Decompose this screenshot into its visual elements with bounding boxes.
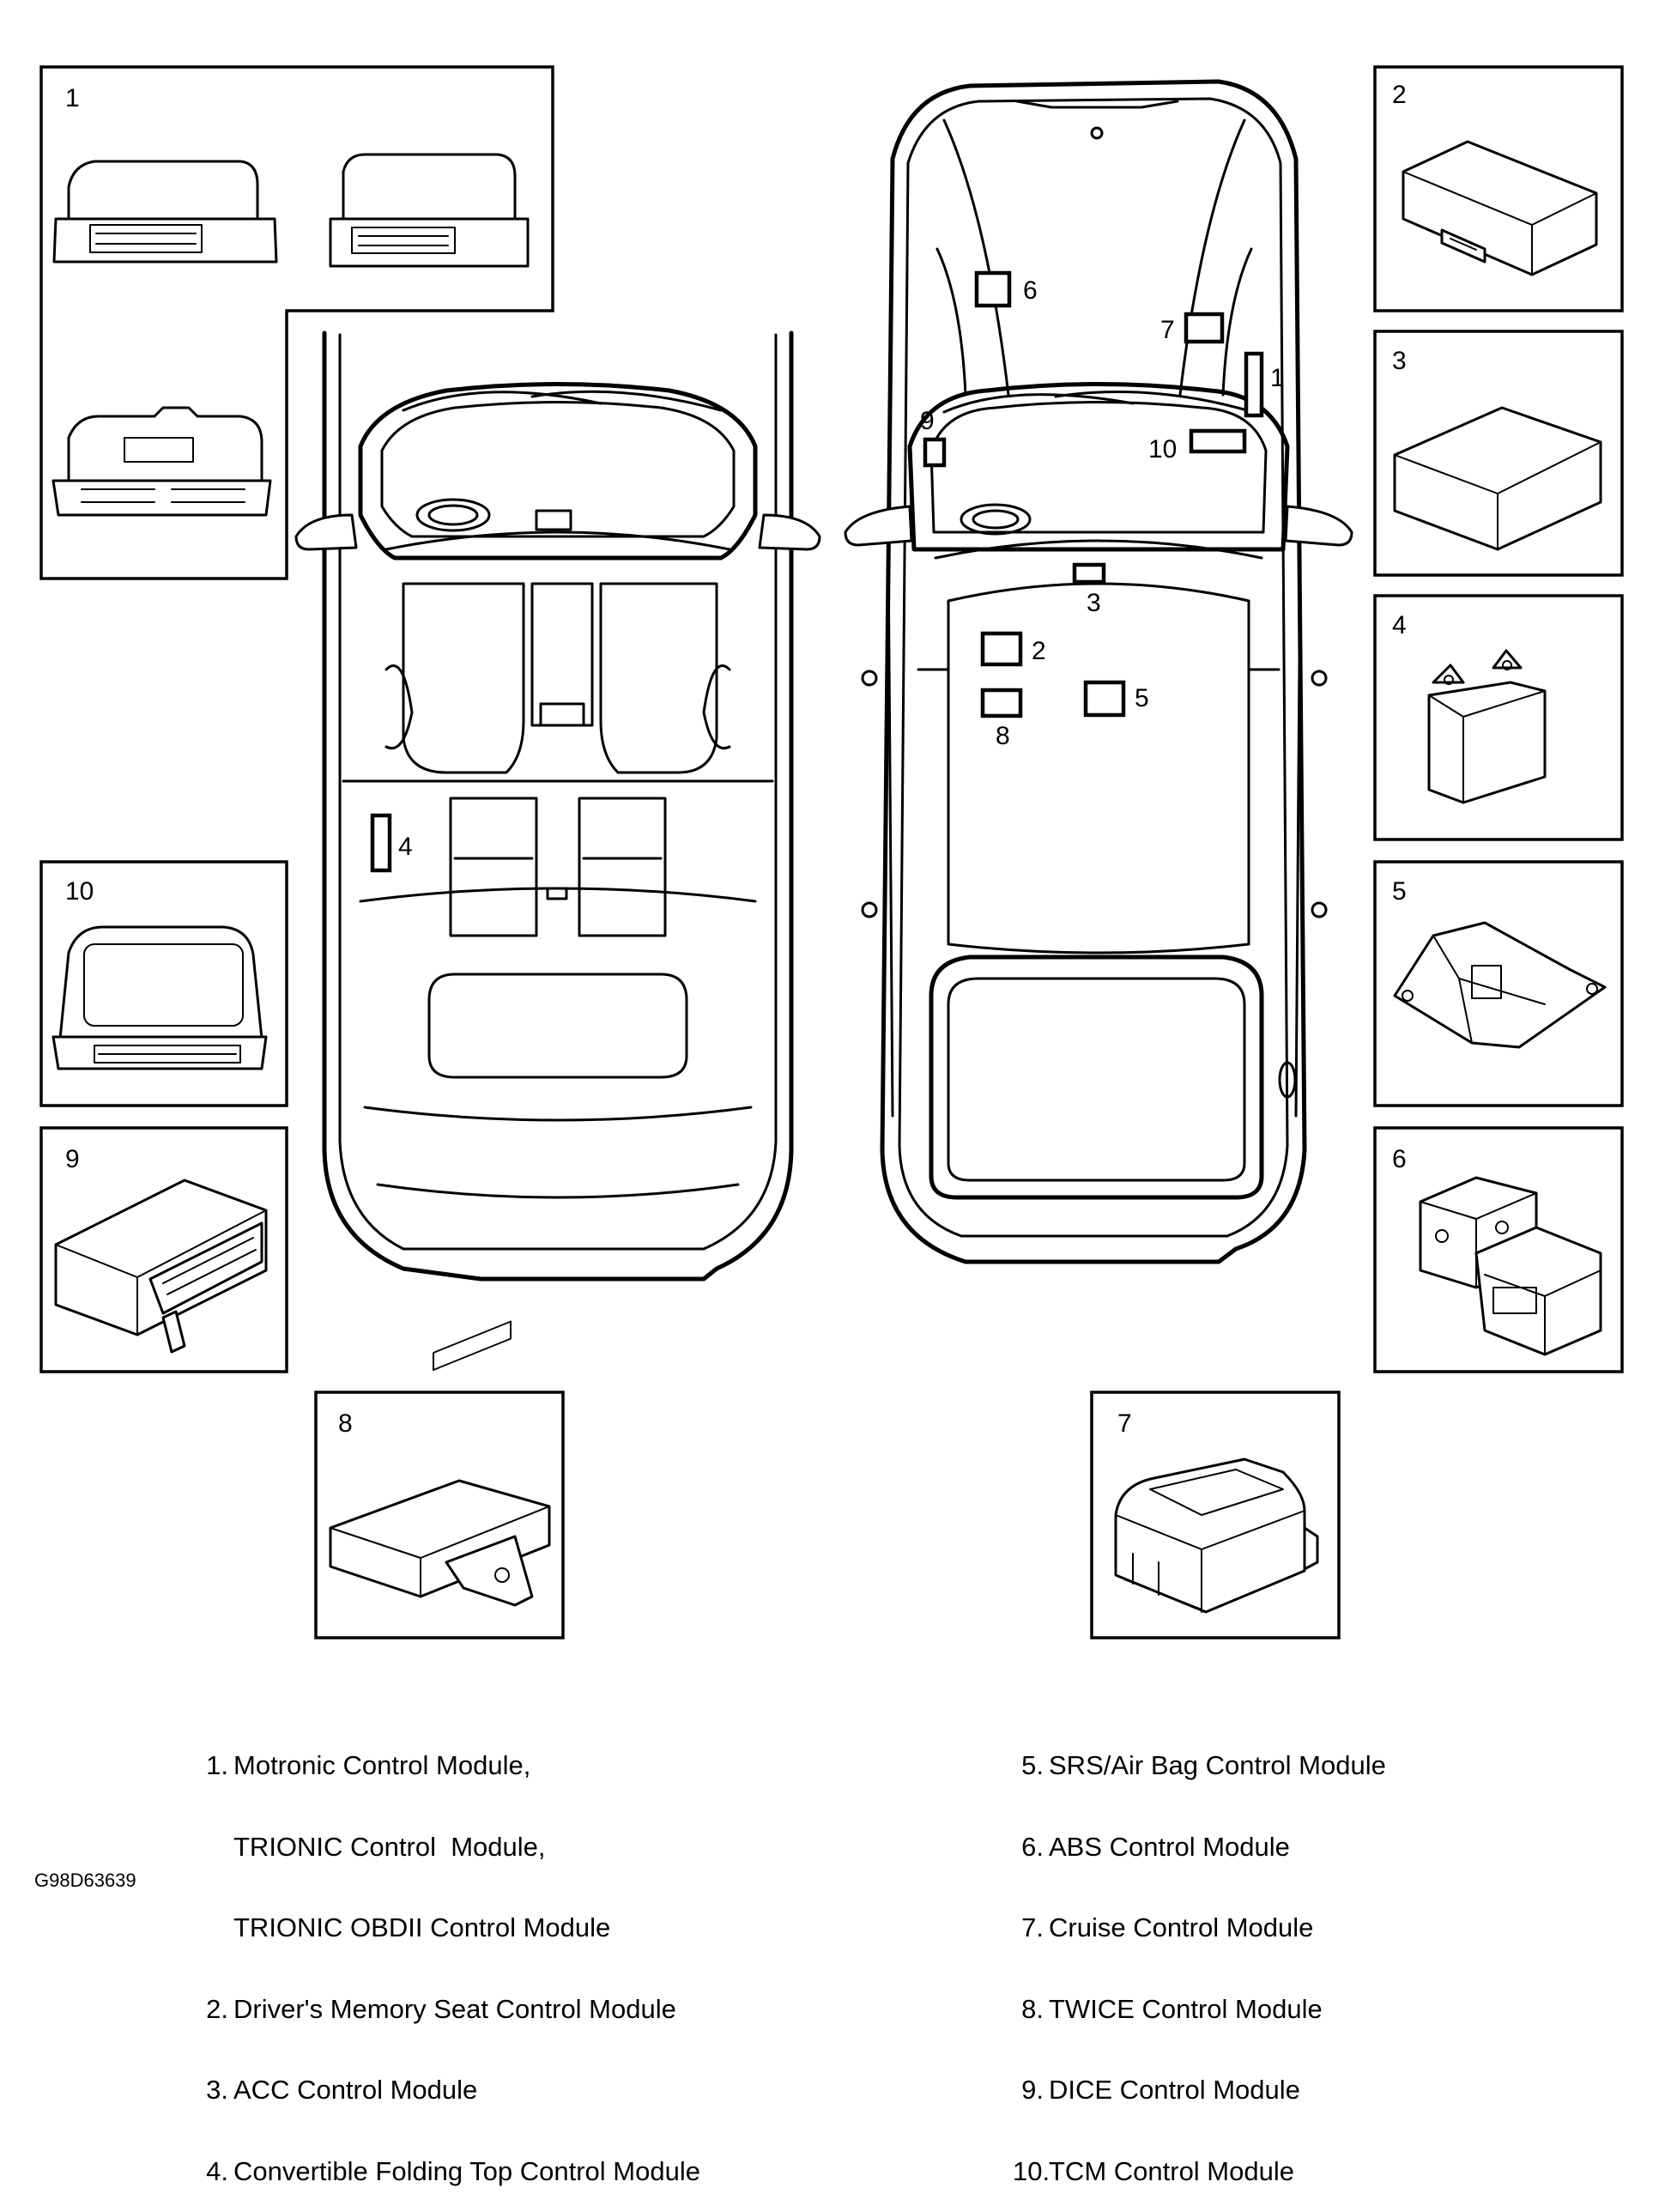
marker-label-10: 10 (1148, 435, 1177, 464)
legend-item-1: 1.Motronic Control Module, (206, 1750, 531, 1780)
legend-item-4: 4.Convertible Folding Top Control Module (206, 2155, 700, 2186)
panel-7: 7 (1090, 1391, 1341, 1639)
figure-id: G98D63639 (34, 1870, 136, 1891)
legend-item-1-continued: TRIONIC Control Module, (233, 1831, 546, 1862)
panel-8: 8 (314, 1320, 565, 1639)
legend-item-6: 6.ABS Control Module (1021, 1831, 1290, 1862)
legend-item-2: 2.Driver's Memory Seat Control Module (206, 1993, 676, 2024)
legend-item-1-continued: TRIONIC OBDII Control Module (233, 1912, 611, 1942)
legend-item-3: 3.ACC Control Module (206, 2075, 478, 2105)
memory-seat-module-icon (1402, 140, 1598, 276)
marker-box-4 (370, 813, 392, 873)
legend-left: 1.Motronic Control Module, TRIONIC Contr… (197, 1698, 700, 2212)
panel-2: 2 (1373, 65, 1624, 312)
marker-label-7: 7 (1160, 316, 1175, 344)
sedan-car-outline (844, 79, 1353, 1264)
cruise-module-icon (1114, 1457, 1319, 1614)
marker-box-2 (980, 631, 1023, 667)
marker-label-2: 2 (1032, 637, 1046, 665)
folding-top-module-icon (1427, 649, 1547, 804)
tcm-module-icon (51, 925, 268, 1070)
panel-6-number: 6 (1392, 1145, 1407, 1173)
legend-item-7: 7.Cruise Control Module (1021, 1912, 1314, 1942)
panel-10: 10 (39, 860, 288, 1107)
panel-2-number: 2 (1392, 81, 1407, 109)
marker-label-8: 8 (996, 722, 1010, 750)
marker-label-1: 1 (1270, 364, 1285, 392)
panel-7-number: 7 (1117, 1409, 1132, 1438)
panel-6: 6 (1373, 1126, 1624, 1373)
panel-3-number: 3 (1392, 347, 1407, 375)
marker-box-3 (1072, 562, 1106, 585)
panel-8-number: 8 (338, 1409, 353, 1438)
marker-label-9: 9 (920, 407, 935, 435)
panel-9: 9 (39, 1126, 288, 1373)
marker-box-8 (980, 688, 1023, 718)
marker-box-6 (974, 270, 1012, 308)
panel-5: 5 (1373, 860, 1624, 1107)
legend-item-5: 5.SRS/Air Bag Control Module (1021, 1750, 1386, 1780)
panel-4: 4 (1373, 594, 1624, 841)
panel-1-number: 1 (65, 84, 80, 112)
legend-item-9: 9.DICE Control Module (1021, 2075, 1300, 2105)
trionic-module-icon (329, 153, 530, 268)
panel-5-number: 5 (1392, 877, 1407, 906)
car-location-markers: 6 7 1 10 9 3 2 8 5 4 (370, 270, 1285, 873)
marker-box-9 (923, 437, 947, 468)
legend-item-8: 8.TWICE Control Module (1021, 1993, 1323, 2024)
panel-4-number: 4 (1392, 611, 1407, 639)
marker-label-5: 5 (1135, 684, 1149, 712)
marker-box-7 (1184, 312, 1225, 344)
marker-label-6: 6 (1023, 276, 1038, 305)
marker-label-4: 4 (398, 833, 413, 861)
twice-module-icon (329, 1320, 551, 1607)
abs-module-icon (1419, 1176, 1602, 1356)
dice-module-icon (54, 1179, 268, 1354)
legend-right: 5.SRS/Air Bag Control Module 6.ABS Contr… (1013, 1698, 1386, 2212)
component-locator-diagram: .k { fill:none; stroke:#000; stroke-widt… (39, 65, 1624, 1639)
panel-1: 1 (39, 65, 554, 580)
srs-module-icon (1393, 921, 1607, 1049)
marker-box-10 (1189, 428, 1247, 454)
acc-module-icon (1393, 406, 1602, 551)
panel-10-number: 10 (65, 877, 94, 906)
motronic-module-icon (52, 160, 278, 264)
marker-label-3: 3 (1087, 589, 1101, 617)
marker-box-1 (1244, 351, 1264, 418)
panel-3: 3 (1373, 330, 1624, 577)
legend-item-10: 10.TCM Control Module (1013, 2155, 1294, 2186)
trionic-obdii-module-icon (51, 406, 272, 517)
panel-9-number: 9 (65, 1145, 80, 1173)
convertible-car-outline (294, 330, 821, 1282)
marker-box-5 (1083, 680, 1126, 718)
